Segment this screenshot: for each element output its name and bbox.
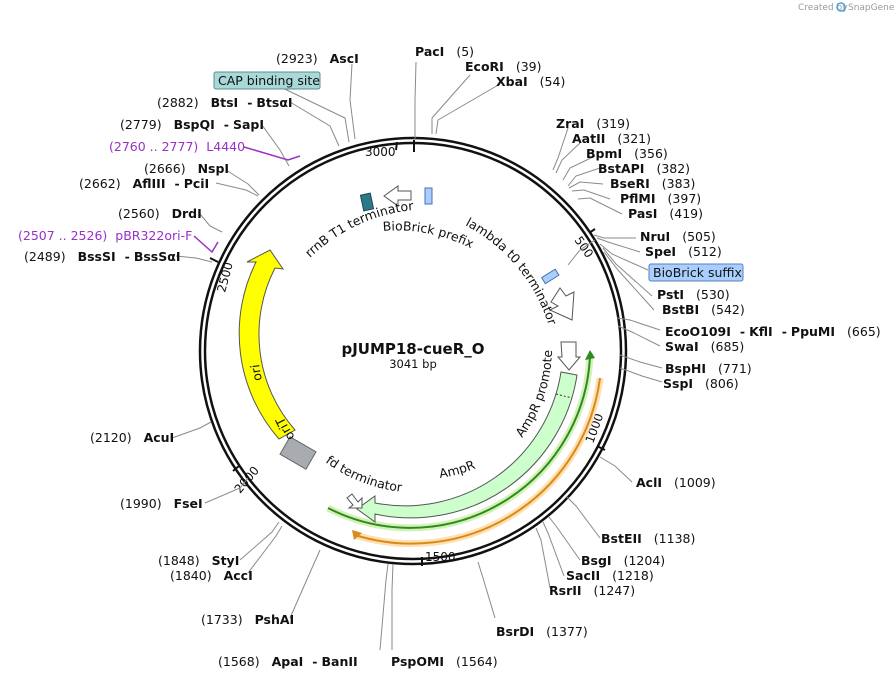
snapgene-logo-icon	[836, 2, 846, 12]
biobrick-suffix-mark[interactable]	[540, 268, 560, 285]
site-btsi[interactable]: (2882)BtsI-BtsαI	[157, 95, 293, 110]
site-nrui[interactable]: NruI(505)	[640, 229, 716, 244]
lambda-terminator-arrow[interactable]	[548, 287, 575, 321]
tick-label-1500: 1500	[425, 550, 456, 564]
site-bstbi[interactable]: BstBI(542)	[662, 302, 745, 317]
site-aatii[interactable]: AatII(321)	[572, 131, 651, 146]
site-pspomi[interactable]: PspOMI(1564)	[391, 654, 498, 669]
site-acli[interactable]: AclI(1009)	[636, 475, 716, 490]
site-eco0109i[interactable]: EcoO109I-KflI-PpuMI(665)	[665, 324, 881, 339]
site-nspi[interactable]: (2666)NspI	[144, 161, 229, 176]
site-sacii[interactable]: SacII(1218)	[566, 568, 654, 583]
site-bsrdi[interactable]: BsrDI(1377)	[496, 624, 588, 639]
site-fsei[interactable]: (1990)FseI	[120, 496, 203, 511]
credit-brand: SnapGene	[848, 3, 895, 13]
ampr-label: AmpR	[438, 457, 477, 481]
site-pasi[interactable]: PasI(419)	[628, 206, 703, 221]
site-drdi[interactable]: (2560)DrdI	[118, 206, 202, 221]
site-bstapi[interactable]: BstAPI(382)	[598, 161, 690, 176]
site-swai[interactable]: SwaI(685)	[665, 339, 744, 354]
primer-l4440-label[interactable]: (2760 .. 2777)L4440	[109, 139, 245, 154]
site-pshai[interactable]: (1733)PshAI	[201, 612, 294, 627]
ampr-feature-arrow[interactable]	[356, 371, 578, 523]
site-bsteii[interactable]: BstEII(1138)	[601, 531, 695, 546]
site-paci[interactable]: PacI(5)	[415, 44, 474, 59]
ori-feature-arrow[interactable]	[238, 249, 296, 440]
orange-arc	[354, 377, 601, 545]
green-arc	[327, 355, 591, 529]
site-acui[interactable]: (2120)AcuI	[90, 430, 174, 445]
fd-terminator-label: fd terminator	[323, 452, 404, 495]
ori-label: ori	[247, 364, 265, 383]
site-xbai[interactable]: XbaI(54)	[496, 74, 565, 89]
plasmid-name: pJUMP18-cueR_O	[341, 340, 484, 358]
site-bsgi[interactable]: BsgI(1204)	[581, 553, 665, 568]
primer-pbr322ori-f-label[interactable]: (2507 .. 2526)pBR322ori-F	[18, 228, 192, 243]
tick-label-3000: 3000	[365, 145, 396, 159]
site-ecori[interactable]: EcoRI(39)	[465, 59, 541, 74]
cap-binding-site-label: CAP binding site	[218, 73, 320, 88]
primer-markers	[193, 146, 301, 254]
site-asci[interactable]: (2923)AscI	[276, 51, 359, 66]
plasmid-length: 3041 bp	[389, 357, 437, 371]
site-bspqi[interactable]: (2779)BspQI-SapI	[120, 117, 264, 132]
credit-text: Created by	[798, 3, 848, 13]
site-sspi[interactable]: SspI(806)	[663, 376, 739, 391]
tick-marks	[209, 140, 606, 566]
site-bsssi[interactable]: (2489)BssSI-BssSαI	[24, 249, 181, 264]
lambda-terminator-label: lambda t0 terminator	[464, 214, 561, 327]
site-afliii[interactable]: (2662)AflIII-PciI	[79, 176, 209, 191]
site-psti[interactable]: PstI(530)	[657, 287, 730, 302]
site-acci[interactable]: (1840)AccI	[170, 568, 253, 583]
ampr-promoter-divider	[555, 393, 573, 399]
site-pflmi[interactable]: PflMI(397)	[620, 191, 701, 206]
biobrick-prefix-mark[interactable]	[424, 187, 433, 205]
site-rsrii[interactable]: RsrII(1247)	[549, 583, 635, 598]
site-bpmi[interactable]: BpmI(356)	[586, 146, 668, 161]
rrnb-terminator-mark[interactable]	[359, 192, 375, 212]
site-leader-lines	[171, 61, 663, 651]
snapgene-credit: Created by SnapGene	[798, 2, 895, 13]
biobrick-prefix-label: BioBrick prefix	[382, 218, 476, 251]
fd-terminator-arrow[interactable]	[346, 493, 363, 509]
biobrick-suffix-box[interactable]	[648, 263, 744, 282]
rrnb-terminator-arrow[interactable]	[383, 185, 412, 207]
site-spei[interactable]: SpeI(512)	[645, 244, 722, 259]
site-bsphi[interactable]: BspHI(771)	[665, 361, 752, 376]
site-styi[interactable]: (1848)StyI	[158, 553, 239, 568]
site-zrai[interactable]: ZraI(319)	[556, 116, 630, 131]
orit-feature[interactable]	[279, 436, 317, 470]
green-arc-arrowhead	[585, 350, 595, 360]
orange-arc-arrowhead	[352, 530, 362, 540]
ampr-promoter-arrow[interactable]	[556, 341, 582, 371]
site-apai[interactable]: (1568)ApaI-BanII	[218, 654, 358, 669]
cap-binding-site-box[interactable]	[213, 71, 321, 90]
site-bseri[interactable]: BseRI(383)	[610, 176, 695, 191]
biobrick-suffix-box-label: BioBrick suffix	[653, 265, 742, 280]
